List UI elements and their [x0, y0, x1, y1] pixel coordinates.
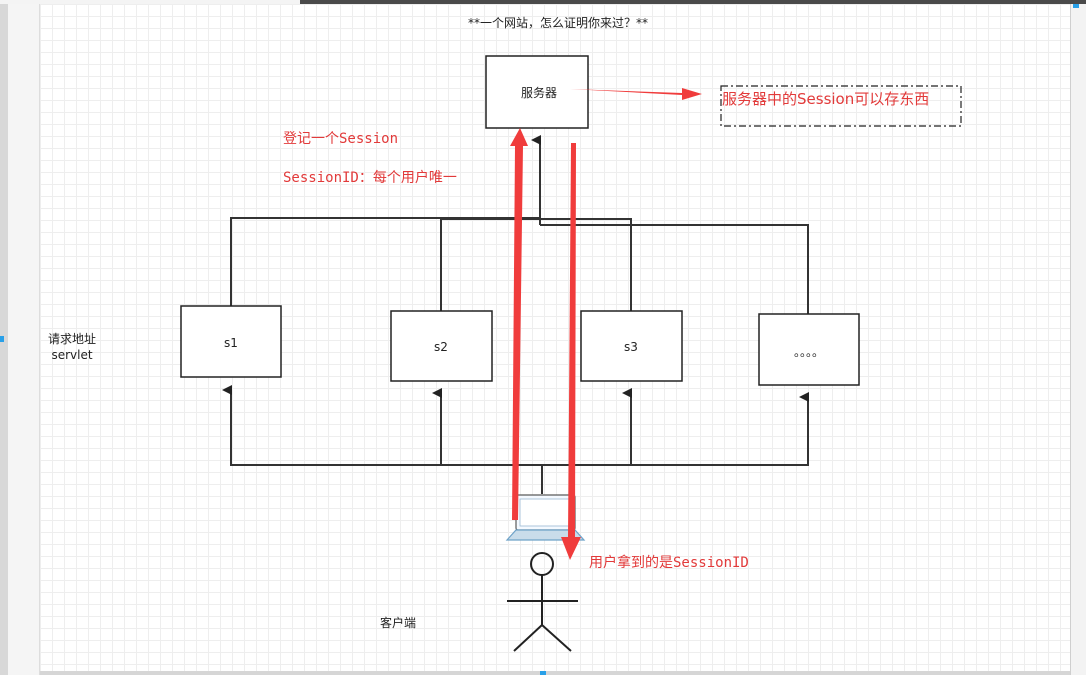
- client-label: 客户端: [380, 615, 416, 630]
- selection-handle-left[interactable]: [0, 336, 4, 342]
- server-session-note: 服务器中的Session可以存东西: [722, 90, 929, 108]
- servlet-label: servlet: [51, 348, 92, 362]
- servlet-box-more[interactable]: [758, 313, 860, 386]
- diagram-title: **一个网站，怎么证明你来过？**: [468, 15, 648, 30]
- red-arrow-down-to-client: [561, 143, 581, 560]
- window-top-bar-highlight: [0, 0, 300, 4]
- user-sessionid-note: 用户拿到的是SessionID: [589, 554, 749, 571]
- servlet-box-s1[interactable]: [180, 305, 282, 378]
- servlet-box-s3[interactable]: [580, 310, 683, 382]
- servlet-box-s2[interactable]: [390, 310, 493, 382]
- selection-handle-right[interactable]: [1073, 4, 1079, 8]
- server-connectors: [230, 135, 809, 314]
- request-address-label: 请求地址: [48, 332, 96, 346]
- servlet-label-more: 。。。。: [794, 345, 824, 359]
- selection-handle-bottom[interactable]: [540, 671, 546, 675]
- servlet-label-s3: s3: [624, 340, 638, 354]
- servlet-label-s1: s1: [224, 336, 238, 350]
- server-box[interactable]: [485, 55, 589, 129]
- red-arrow-up-to-server: [510, 128, 528, 520]
- client-connectors: [222, 385, 809, 494]
- servlet-label-s2: s2: [434, 340, 448, 354]
- server-label: 服务器: [521, 85, 557, 100]
- bottom-scrollbar[interactable]: [40, 671, 1070, 675]
- window-top-bar: [0, 0, 1086, 4]
- session-note-box[interactable]: [720, 85, 962, 127]
- sessionid-unique-note: SessionID：每个用户唯一: [283, 169, 457, 186]
- red-arrow-to-note: [570, 88, 702, 100]
- right-scrollbar[interactable]: [1070, 4, 1086, 675]
- person-icon: [507, 552, 578, 652]
- register-session-note: 登记一个Session: [283, 131, 398, 147]
